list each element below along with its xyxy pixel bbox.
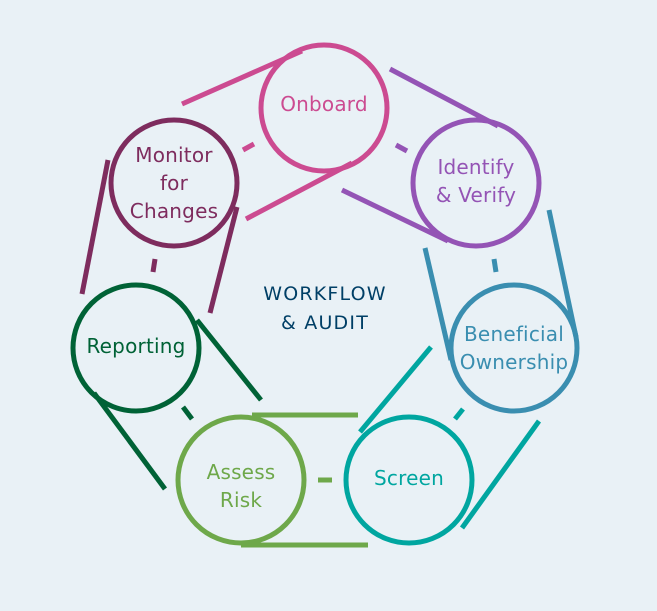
node-circles — [70, 42, 580, 546]
screen-dash-link — [453, 407, 465, 421]
assess-label-line-1: Assess — [206, 460, 276, 484]
center-title-line-1: WORKFLOW — [263, 283, 387, 305]
beneficial-connector-1 — [546, 209, 579, 338]
connector-lines — [79, 48, 579, 548]
center-title: WORKFLOW & AUDIT — [225, 280, 425, 338]
identify-circle — [410, 117, 542, 249]
screen-circle — [343, 414, 475, 546]
beneficial-label-line-1: Beneficial — [464, 322, 564, 346]
screen-connector-2 — [358, 345, 433, 434]
identify-connector-1 — [388, 66, 500, 129]
monitor-dash-link — [150, 258, 158, 273]
reporting-connector-1 — [195, 318, 263, 402]
screen-label-line-1: Screen — [374, 466, 444, 490]
monitor-label-line-2: for — [159, 171, 189, 195]
onboard-dash-link — [241, 141, 256, 153]
beneficial-circle — [448, 282, 580, 414]
identify-label-line-1: Identify — [437, 155, 515, 179]
identify-label: Identify & Verify — [396, 153, 556, 209]
reporting-label-line-1: Reporting — [86, 334, 186, 358]
monitor-label-line-1: Monitor — [135, 143, 213, 167]
onboard-circle — [258, 42, 390, 174]
monitor-connector-1 — [79, 159, 111, 295]
reporting-label: Reporting — [56, 332, 216, 360]
monitor-label-line-3: Changes — [129, 199, 219, 223]
center-title-line-2: & AUDIT — [281, 312, 369, 334]
monitor-circle — [108, 117, 240, 249]
onboard-label: Onboard — [244, 90, 404, 118]
onboard-label-line-1: Onboard — [280, 92, 368, 116]
screen-connector-1 — [459, 419, 542, 530]
assess-label-line-2: Risk — [219, 488, 263, 512]
reporting-connector-2 — [91, 391, 168, 491]
beneficial-dash-link — [491, 258, 499, 273]
dash-links — [150, 141, 499, 483]
screen-label: Screen — [329, 464, 489, 492]
reporting-circle — [70, 282, 202, 414]
identify-dash-link — [394, 142, 409, 154]
identify-label-line-2: & Verify — [435, 183, 517, 207]
reporting-dash-link — [181, 405, 194, 421]
identify-connector-2 — [340, 187, 450, 244]
monitor-connector-2 — [207, 206, 240, 314]
beneficial-label-line-2: Ownership — [459, 350, 569, 374]
assess-circle — [175, 414, 307, 546]
beneficial-connector-2 — [422, 247, 454, 361]
